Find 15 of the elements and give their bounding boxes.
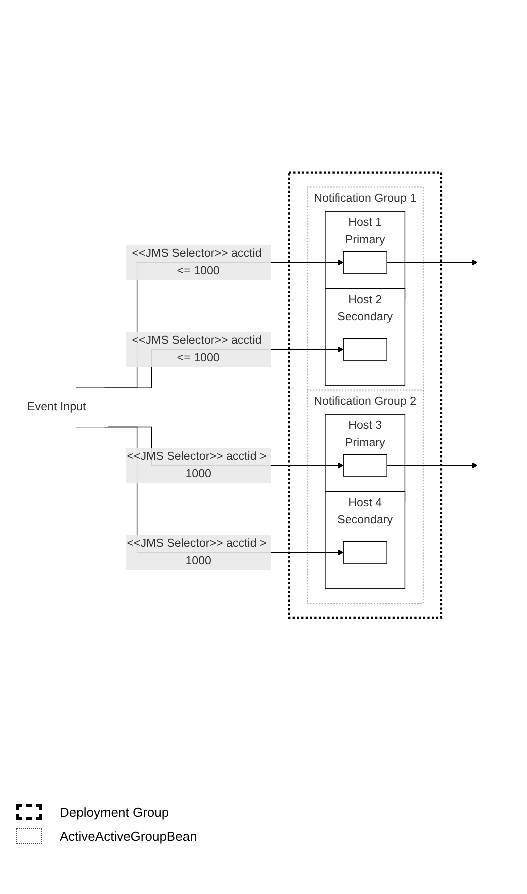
cluster: Host 2 Secondary — [325, 288, 406, 386]
arrow — [386, 462, 478, 468]
edge-label: <<JMS Selector>> acctid <= 1000 — [132, 247, 262, 277]
node-box — [343, 541, 388, 564]
node-box — [343, 251, 388, 274]
edge-label: <<JMS Selector>> acctid <= 1000 — [132, 334, 262, 364]
edge-label: <<JMS Selector>> acctid > 1000 — [127, 450, 267, 480]
cluster — [288, 171, 443, 619]
legend-text: ActiveActiveGroupBean — [60, 828, 198, 844]
arrow — [386, 259, 478, 266]
node-box — [343, 454, 388, 477]
legend-text: Deployment Group — [60, 804, 170, 820]
cluster: Host 4 Secondary — [325, 491, 406, 589]
edge-label: <<JMS Selector>> acctid > 1000 — [127, 537, 267, 567]
node-box — [343, 338, 388, 361]
